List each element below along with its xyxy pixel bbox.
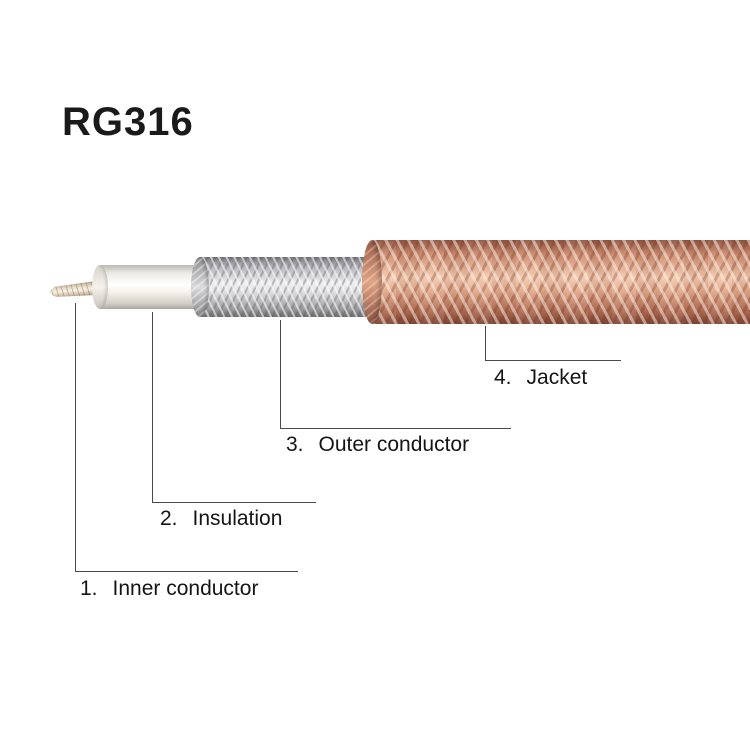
label-outer-conductor: 3. Outer conductor: [286, 433, 469, 457]
label-insulation-number: 2.: [160, 507, 178, 530]
label-outer-conductor-text: Outer conductor: [318, 433, 470, 456]
outer-conductor-endface: [191, 257, 209, 317]
label-jacket-number: 4.: [494, 366, 512, 389]
jacket-endface: [362, 240, 382, 324]
callout-line-outer-conductor: [280, 320, 511, 429]
label-jacket-text: Jacket: [526, 366, 588, 389]
label-inner-conductor-text: Inner conductor: [112, 577, 259, 600]
label-insulation: 2. Insulation: [160, 507, 282, 531]
label-jacket: 4. Jacket: [494, 366, 587, 390]
callout-line-insulation: [152, 312, 316, 503]
callout-line-inner-conductor: [75, 303, 298, 572]
callout-line-jacket: [485, 326, 621, 361]
label-inner-conductor-number: 1.: [80, 577, 98, 600]
insulation-endface: [92, 265, 108, 309]
label-outer-conductor-number: 3.: [286, 433, 304, 456]
jacket-segment: [362, 240, 750, 324]
product-title: RG316: [62, 100, 194, 144]
label-inner-conductor: 1. Inner conductor: [80, 577, 258, 601]
label-insulation-text: Insulation: [192, 507, 283, 530]
outer-conductor-segment: [191, 257, 390, 317]
